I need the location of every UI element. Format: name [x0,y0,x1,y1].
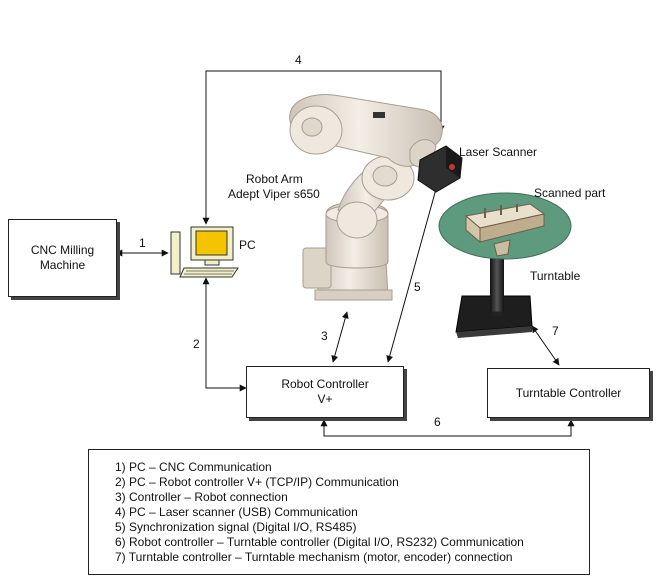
legend-item: 6) Robot controller – Turntable controll… [115,535,524,549]
connector-4-number: 4 [295,53,302,67]
legend-item: 2) PC – Robot controller V+ (TCP/IP) Com… [115,475,399,489]
cnc-machine-box: CNC Milling Machine [8,219,117,297]
legend-item: 5) Synchronization signal (Digital I/O, … [115,520,357,534]
turntable-label: Turntable [530,269,581,283]
connector-7 [531,325,560,366]
robot-arm-label-line1: Robot Arm [246,172,303,186]
connector-6 [320,419,575,437]
legend-item: 4) PC – Laser scanner (USB) Communicatio… [115,505,358,519]
pc-label: PC [239,238,256,252]
pc-computer-icon [170,226,239,278]
connector-2-number: 2 [193,337,200,351]
robot-controller-box: Robot Controller V+ [246,366,404,418]
connector-1-number: 1 [139,236,146,250]
connector-4 [202,70,445,225]
robot-controller-label-line1: Robot Controller [281,377,369,391]
laser-scanner-label: Laser Scanner [459,145,538,159]
scanned-part-label: Scanned part [534,186,606,200]
turntable-image [438,192,572,338]
robot-arm-image [289,94,443,301]
connector-7-number: 7 [552,324,559,338]
cnc-label-line1: CNC Milling [30,243,95,257]
turntable-controller-label: Turntable Controller [515,385,622,400]
connector-6-number: 6 [434,415,441,429]
monitor-screen [195,230,228,256]
legend-item: 3) Controller – Robot connection [115,490,288,504]
connector-3 [331,311,349,363]
laser-scanner-image [417,145,463,193]
robot-arm-label-line2: Adept Viper s650 [228,187,320,201]
connector-2 [202,277,247,392]
connector-5 [386,188,437,363]
connector-3-number: 3 [321,329,328,343]
legend-box: 1) PC – CNC Communication 2) PC – Robot … [88,449,590,575]
legend-item: 1) PC – CNC Communication [115,460,272,474]
turntable-controller-box: Turntable Controller [487,368,650,418]
connector-5-number: 5 [414,280,421,294]
legend-item: 7) Turntable controller – Turntable mech… [115,550,513,564]
scanned-part-image [464,203,546,257]
robot-controller-label-line2: V+ [317,392,333,406]
cnc-label-line2: Machine [39,258,86,272]
